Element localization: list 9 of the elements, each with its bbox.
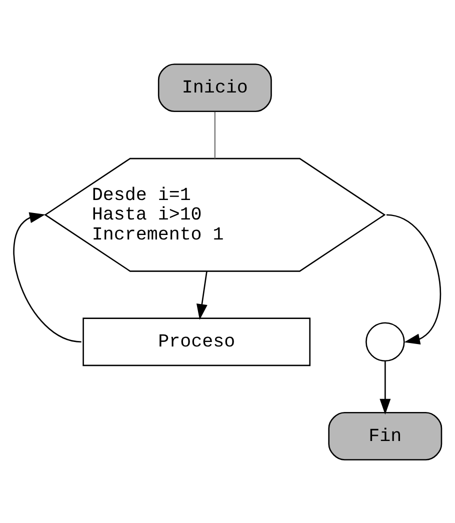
node-box: Inicio	[158, 63, 272, 112]
node-box: Fin	[328, 411, 442, 460]
arrow	[386, 214, 441, 344]
node-box: Proceso	[82, 317, 311, 366]
arrow	[13, 212, 82, 342]
connector	[214, 111, 216, 158]
node-circle	[366, 322, 405, 362]
arrow	[380, 360, 391, 414]
arrow	[196, 270, 208, 320]
